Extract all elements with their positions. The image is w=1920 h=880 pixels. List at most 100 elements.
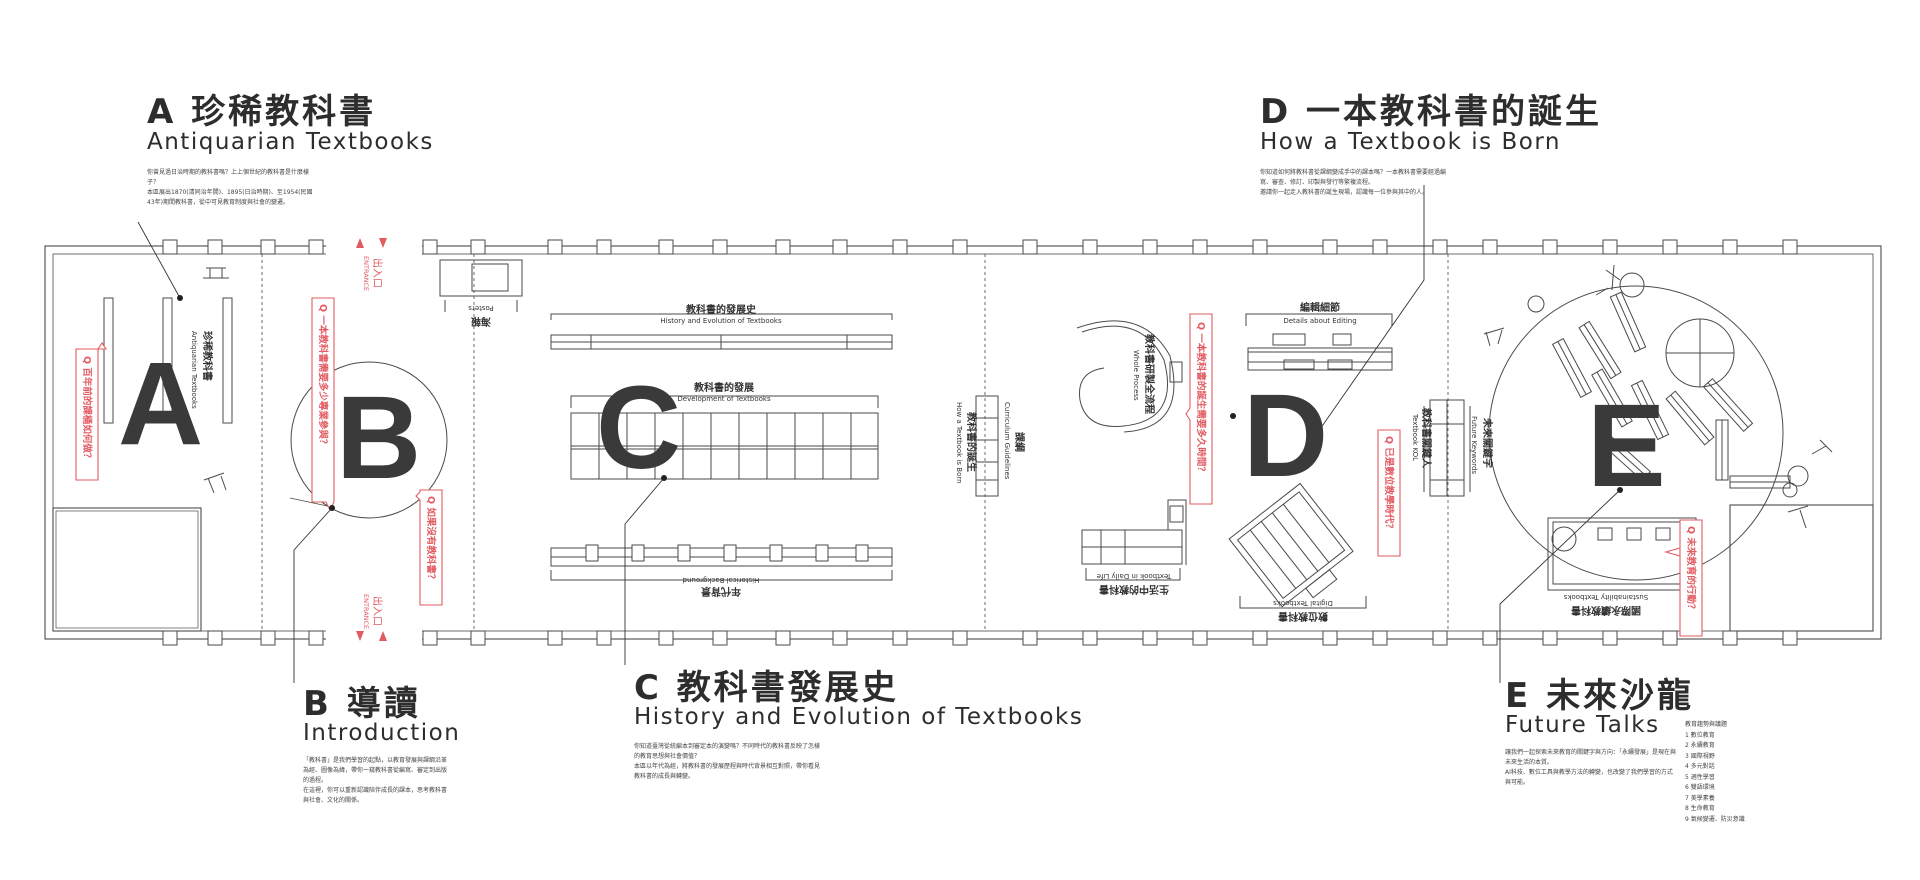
entrance-bottom-en: ENTRANCE <box>362 594 370 629</box>
display-box <box>723 544 737 562</box>
wall-column <box>1722 239 1738 255</box>
question-d2: Q 已是數位教學時代？ <box>1383 436 1395 533</box>
zone-a-desc: 你曾見過日治時期的教科書嗎？上上個世紀的教科書是什麼樣子？本區展出1870(清同… <box>147 169 313 206</box>
topic-list-item: 8 生命教育 <box>1685 805 1715 812</box>
salon-bench <box>1715 419 1729 481</box>
wall-column <box>1372 239 1388 255</box>
topic-list-item: 9 氣候變遷、防災意識 <box>1685 815 1745 823</box>
wall-column <box>892 630 908 646</box>
wall-column <box>596 239 612 255</box>
introduction-circle <box>290 361 448 519</box>
zone-c-desc: 你知道臺灣從統編本到審定本的演變嗎？不同時代的教科書反映了怎樣的教育思想與社會價… <box>634 743 821 780</box>
label-digital-zh: 數位教科書 <box>1278 610 1328 623</box>
wall-column <box>1722 630 1738 646</box>
label-posters-zh: 海報 <box>470 315 491 328</box>
wall-column <box>1252 630 1268 646</box>
wall-column <box>207 630 223 646</box>
wall-column <box>422 239 438 255</box>
zone-letter-b: B <box>336 372 421 504</box>
label-process-en: Whole Process <box>1132 350 1140 401</box>
label-history-zh: 教科書的發展史 <box>685 303 757 316</box>
zone-e-title-zh: E 未來沙龍 <box>1505 676 1695 716</box>
label-sustain-en: Sustainability Textbooks <box>1563 593 1648 601</box>
label-posters-en: Posters <box>468 304 494 312</box>
wall-column <box>952 630 968 646</box>
wall-column <box>207 239 223 255</box>
wall-column <box>470 239 486 255</box>
question-tag-b2 <box>415 489 443 606</box>
wall-column <box>1142 630 1158 646</box>
wall-column <box>1542 239 1558 255</box>
display-box <box>677 544 691 562</box>
wall-column <box>162 239 178 255</box>
entrance-top-en: ENTRANCE <box>362 256 370 291</box>
question-tag-e <box>1679 519 1703 637</box>
display-box <box>631 544 645 562</box>
topic-list-item: 1 數位教育 <box>1685 731 1715 739</box>
display-box <box>585 544 599 562</box>
wall-column <box>952 239 968 255</box>
wall-column <box>308 630 324 646</box>
zone-letter-e: E <box>1587 380 1666 512</box>
entrance-top <box>326 238 422 256</box>
zone-c-title-en: History and Evolution of Textbooks <box>634 704 1084 730</box>
label-dev-zh: 教科書的發展 <box>693 381 754 394</box>
zone-b-title-zh: B 導讀 <box>303 684 421 724</box>
wall-column <box>1192 630 1208 646</box>
wall-column <box>1142 239 1158 255</box>
wall-column <box>1082 239 1098 255</box>
zone-d-title-en: How a Textbook is Born <box>1260 129 1561 155</box>
topic-list-item: 2 永續教育 <box>1685 742 1715 749</box>
salon-bench <box>1665 390 1715 446</box>
wall-column <box>832 239 848 255</box>
question-a: Q 百年前的課桶如何做？ <box>81 356 93 462</box>
label-born-zh: 教科書的誕生 <box>965 411 978 472</box>
label-born-en: How a Textbook is Born <box>955 402 963 484</box>
storage-room-right <box>1729 504 1874 632</box>
wall-column <box>1372 630 1388 646</box>
wall-column <box>547 630 563 646</box>
entrance-bottom <box>326 630 422 644</box>
wall-column <box>1662 239 1678 255</box>
wall-column <box>658 239 674 255</box>
display-box <box>855 544 869 562</box>
wall-column <box>1662 630 1678 646</box>
label-antiquarian-zh: 珍稀教科書 <box>201 331 214 381</box>
label-daily-zh: 生活中的教科書 <box>1099 583 1169 596</box>
wall-column <box>260 239 276 255</box>
question-tag-d2 <box>1377 429 1401 557</box>
zone-c-title-zh: C 教科書發展史 <box>634 668 899 708</box>
label-keywords-en: Future Keywords <box>1470 416 1478 474</box>
wall-column <box>470 630 486 646</box>
wall-column <box>1482 239 1498 255</box>
label-curriculum-en: Curriculum Guidelines <box>1003 402 1011 480</box>
display-case-a2 <box>162 297 173 424</box>
zone-b-desc: 「教科書」是我們學習的起點，以教育發展與課綱沿革為經、圖像為緯，帶你一窺教科書從… <box>303 757 448 804</box>
wall-column <box>1322 630 1338 646</box>
display-case-a3 <box>222 297 233 424</box>
salon-bench <box>1729 475 1791 489</box>
whole-process-booth <box>1079 325 1168 427</box>
entrance-bottom-zh: 出入口 <box>371 596 384 626</box>
label-process-zh: 教科書研製全流程 <box>1143 333 1156 414</box>
label-bg-en: Historical Background <box>683 576 760 584</box>
question-e: Q 未來教育的行動？ <box>1685 526 1697 613</box>
salon-bench <box>1630 379 1670 441</box>
topic-list-title: 教育趨勢與議題 <box>1685 721 1728 728</box>
salon-bench <box>1578 320 1622 380</box>
topic-list-item: 4 多元對話 <box>1685 763 1715 770</box>
zone-a-title-en: Antiquarian Textbooks <box>147 129 434 155</box>
wall-column <box>832 630 848 646</box>
wall-column <box>1252 239 1268 255</box>
question-tag-a <box>75 342 108 481</box>
wall-column <box>1022 630 1038 646</box>
wall-column <box>260 630 276 646</box>
salon-bench <box>1591 368 1633 428</box>
wall-column <box>1602 239 1618 255</box>
topic-list-item: 7 美學素養 <box>1685 794 1715 802</box>
label-daily-en: Textbook in Daily Life <box>1097 572 1173 580</box>
curriculum-booth <box>975 395 999 497</box>
wall-column <box>1192 239 1208 255</box>
